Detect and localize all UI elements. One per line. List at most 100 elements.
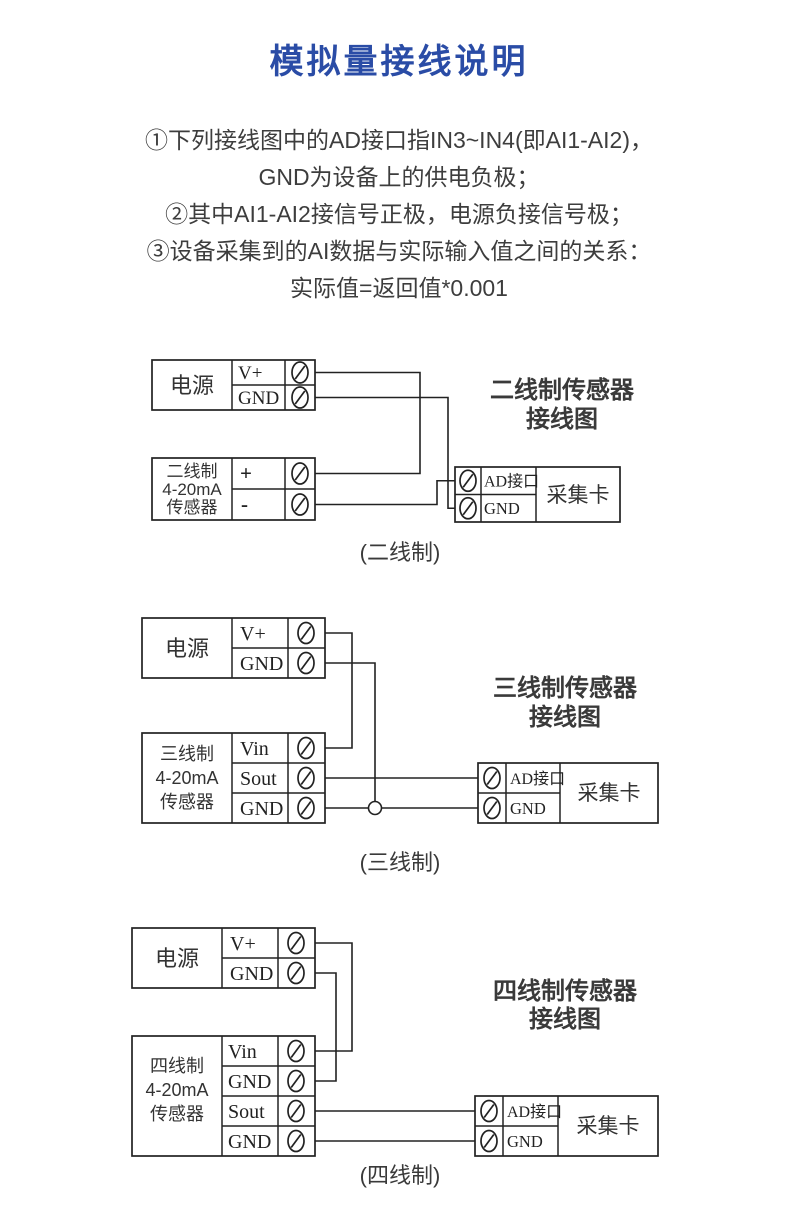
card-label: 采集卡 (547, 484, 610, 507)
terminal-sout: Sout (228, 1101, 265, 1123)
page-title: 模拟量接线说明 (269, 43, 529, 81)
terminal-sensor-gnd-2: GND (228, 1131, 271, 1153)
terminal-vplus: V+ (240, 623, 266, 645)
screw-terminal-icon (297, 766, 315, 790)
screw-terminal-icon (287, 961, 305, 985)
diagram-title: 四线制传感器 接线图 (493, 977, 638, 1033)
power-label: 电源 (170, 373, 214, 398)
screw-terminal-icon (287, 1039, 305, 1063)
wire-power-gnd-to-gnd-rail (325, 662, 376, 808)
terminal-gnd: GND (240, 653, 283, 675)
wire-vplus-to-sensor-plus (315, 371, 421, 475)
acquisition-card-block: AD接口 GND 采集卡 (474, 1095, 659, 1157)
terminal-sout: Sout (240, 768, 277, 790)
wire-sensor-minus-to-ad (315, 479, 455, 506)
sensor-label-line-3: 传感器 (150, 1104, 204, 1124)
three-wire-sensor-diagram: 电源 V+ GND 三线制传感器 接线图 三线制 4-20mA 传感器 Vin … (141, 617, 659, 875)
sensor-label-line-1: 二线制 (167, 462, 218, 481)
two-wire-sensor-diagram: 电源 V+ GND 二线制传感器 接线图 二线制 4-20mA 传感器 + - … (151, 359, 635, 565)
note-line-1: ①下列接线图中的AD接口指IN3~IN4(即AI1-AI2)， (145, 127, 653, 153)
sensor-block: 二线制 4-20mA 传感器 + - (151, 457, 316, 521)
screw-terminal-icon (483, 796, 501, 820)
card-label: 采集卡 (578, 782, 641, 805)
screw-terminal-icon (459, 496, 477, 520)
wire-vplus-to-vin (325, 632, 353, 749)
diagram-title-line-1: 四线制传感器 (493, 977, 638, 1005)
sensor-block-outline (141, 732, 326, 824)
diagram-caption: (三线制) (360, 850, 441, 875)
power-label: 电源 (165, 636, 209, 661)
screw-terminal-icon (459, 469, 477, 493)
acquisition-card-block: AD接口 GND 采集卡 (477, 762, 659, 824)
diagram-title-line-2: 接线图 (526, 406, 598, 433)
terminal-vin: Vin (240, 738, 269, 760)
power-label: 电源 (155, 946, 199, 971)
screw-terminal-icon (287, 1069, 305, 1093)
diagram-title-line-2: 接线图 (529, 704, 601, 731)
diagram-title-line-1: 三线制传感器 (493, 674, 638, 702)
screw-terminal-icon (291, 361, 309, 384)
diagram-title: 二线制传感器 接线图 (490, 376, 635, 433)
screw-terminal-icon (480, 1099, 498, 1123)
terminal-gnd: GND (230, 963, 273, 985)
wire-vplus-to-vin (315, 942, 353, 1052)
note-line-3: ②其中AI1-AI2接信号正极，电源负接信号极； (165, 201, 633, 227)
sensor-block: 四线制 4-20mA 传感器 Vin GND Sout GND (131, 1035, 316, 1157)
terminal-sensor-gnd: GND (240, 798, 283, 820)
screw-terminal-icon (291, 386, 309, 409)
sensor-label-line-3: 传感器 (160, 792, 214, 812)
sensor-label-line-3: 传感器 (167, 498, 218, 517)
sensor-label-line-1: 四线制 (150, 1056, 204, 1076)
terminal-card-gnd: GND (484, 499, 520, 518)
wires (315, 942, 475, 1142)
wires (315, 371, 455, 510)
terminal-card-gnd: GND (507, 1132, 543, 1151)
terminal-vin: Vin (228, 1041, 257, 1063)
wiring-notes: ①下列接线图中的AD接口指IN3~IN4(即AI1-AI2)， GND为设备上的… (0, 122, 798, 307)
screw-terminal-icon (291, 462, 309, 485)
terminal-plus: + (240, 461, 252, 485)
screw-terminal-icon (297, 651, 315, 675)
wires (325, 632, 478, 816)
terminal-ad-port: AD接口 (484, 473, 539, 491)
screw-terminal-icon (291, 493, 309, 516)
terminal-vplus: V+ (238, 363, 262, 384)
terminal-ad-port: AD接口 (507, 1103, 562, 1121)
terminal-gnd: GND (238, 388, 279, 409)
screw-terminal-icon (287, 1099, 305, 1123)
screw-terminal-icon (483, 766, 501, 790)
power-block: 电源 V+ GND (151, 359, 316, 411)
four-wire-sensor-diagram: 电源 V+ GND 四线制传感器 接线图 四线制 4-20mA 传感器 Vin … (131, 927, 659, 1188)
note-line-4: ③设备采集到的AI数据与实际输入值之间的关系： (146, 238, 652, 264)
terminal-card-gnd: GND (510, 799, 546, 818)
power-block: 电源 V+ GND (141, 617, 326, 679)
power-block: 电源 V+ GND (131, 927, 316, 989)
terminal-vplus: V+ (230, 933, 256, 955)
note-line-5: 实际值=返回值*0.001 (290, 275, 508, 301)
screw-terminal-icon (297, 736, 315, 760)
diagram-title-line-2: 接线图 (529, 1006, 601, 1033)
sensor-label-line-1: 三线制 (160, 744, 214, 764)
wire-power-gnd-to-sensor-gnd (315, 972, 337, 1082)
screw-terminal-icon (287, 931, 305, 955)
terminal-sensor-gnd-1: GND (228, 1071, 271, 1093)
wire-power-gnd-to-card-gnd (315, 396, 455, 510)
note-line-2: GND为设备上的供电负极； (258, 164, 540, 190)
sensor-label-line-2: 4-20mA (155, 768, 218, 788)
sensor-block: 三线制 4-20mA 传感器 Vin Sout GND (141, 732, 326, 824)
screw-terminal-icon (297, 621, 315, 645)
diagram-caption: (四线制) (360, 1163, 441, 1188)
screw-terminal-icon (297, 796, 315, 820)
diagram-caption: (二线制) (360, 540, 441, 565)
screw-terminal-icon (287, 1129, 305, 1153)
sensor-label-line-2: 4-20mA (162, 480, 222, 499)
terminal-minus: - (241, 492, 248, 516)
diagram-title-line-1: 二线制传感器 (490, 376, 635, 404)
junction-node (367, 800, 383, 816)
screw-terminal-icon (480, 1129, 498, 1153)
card-label: 采集卡 (577, 1115, 640, 1138)
diagram-title: 三线制传感器 接线图 (493, 674, 638, 731)
acquisition-card-block: AD接口 GND 采集卡 (454, 466, 621, 523)
sensor-label-line-2: 4-20mA (145, 1080, 208, 1100)
terminal-ad-port: AD接口 (510, 770, 565, 788)
